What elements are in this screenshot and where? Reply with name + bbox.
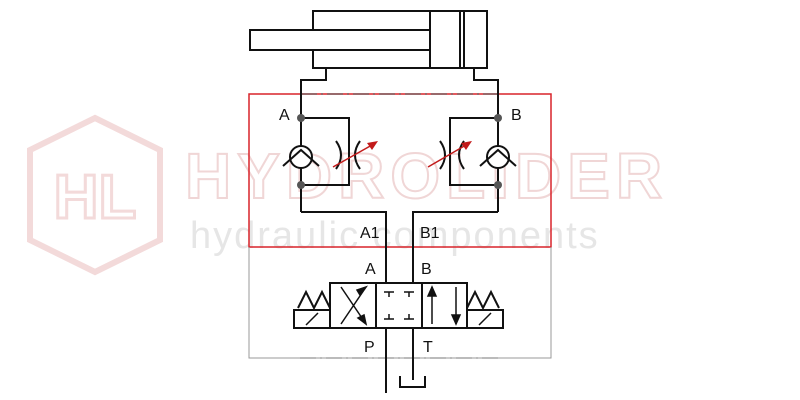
bypass-right	[449, 117, 498, 186]
throttle-left-arc1	[335, 140, 342, 170]
label-valve-port-b: B	[421, 261, 432, 278]
line-a-to-a1	[301, 211, 387, 280]
label-port-b1: B1	[420, 225, 440, 242]
spring-right	[466, 289, 500, 311]
label-port-a1: A1	[360, 225, 380, 242]
actuator-right	[466, 289, 504, 329]
throttle-right-arrowhead	[461, 141, 472, 150]
hydraulic-cylinder	[249, 10, 499, 92]
throttle-left-arrow	[332, 144, 373, 168]
watermark: HL HYDROLIDER hydraulic components	[27, 114, 668, 276]
label-valve-port-p: P	[364, 339, 375, 356]
cylinder-port-b	[473, 68, 499, 92]
throttle-left-arrowhead	[367, 141, 378, 150]
junction-dots-right	[494, 114, 502, 189]
throttle-right-arc1	[439, 140, 446, 170]
cylinder-port-a	[300, 68, 327, 92]
valve-envelope	[329, 282, 468, 329]
check-valve-left-seat	[282, 148, 320, 167]
watermark-brand: HYDROLIDER	[185, 140, 668, 212]
line-b-to-b1	[412, 211, 498, 280]
watermark-logo-letters: HL	[54, 163, 137, 232]
valve-cross-position	[340, 285, 369, 326]
check-valve-left-ball	[289, 145, 313, 169]
label-valve-port-a: A	[365, 261, 376, 278]
junction-dots-left	[297, 114, 305, 189]
watermark-logo-hexagon	[27, 114, 163, 276]
check-valve-right-seat	[479, 148, 517, 167]
watermark-tagline: hydraulic components	[190, 215, 600, 257]
label-valve-port-t: T	[423, 339, 433, 356]
spring-left	[297, 289, 331, 311]
bypass-left	[301, 117, 350, 186]
directional-valve	[329, 282, 468, 329]
actuator-left	[293, 289, 331, 329]
flow-control-right	[412, 80, 517, 280]
valve-parallel-position	[426, 285, 462, 326]
label-cylinder-port-a: A	[279, 107, 290, 124]
tank-symbol	[399, 376, 426, 388]
flow-control-left	[282, 80, 387, 280]
label-cylinder-port-b: B	[511, 107, 522, 124]
throttle-right-arrow	[427, 144, 467, 168]
valve-center-position	[384, 291, 414, 320]
check-valve-right-ball	[486, 145, 510, 169]
valve-port-lines	[385, 280, 426, 393]
cylinder-rod	[249, 29, 431, 51]
